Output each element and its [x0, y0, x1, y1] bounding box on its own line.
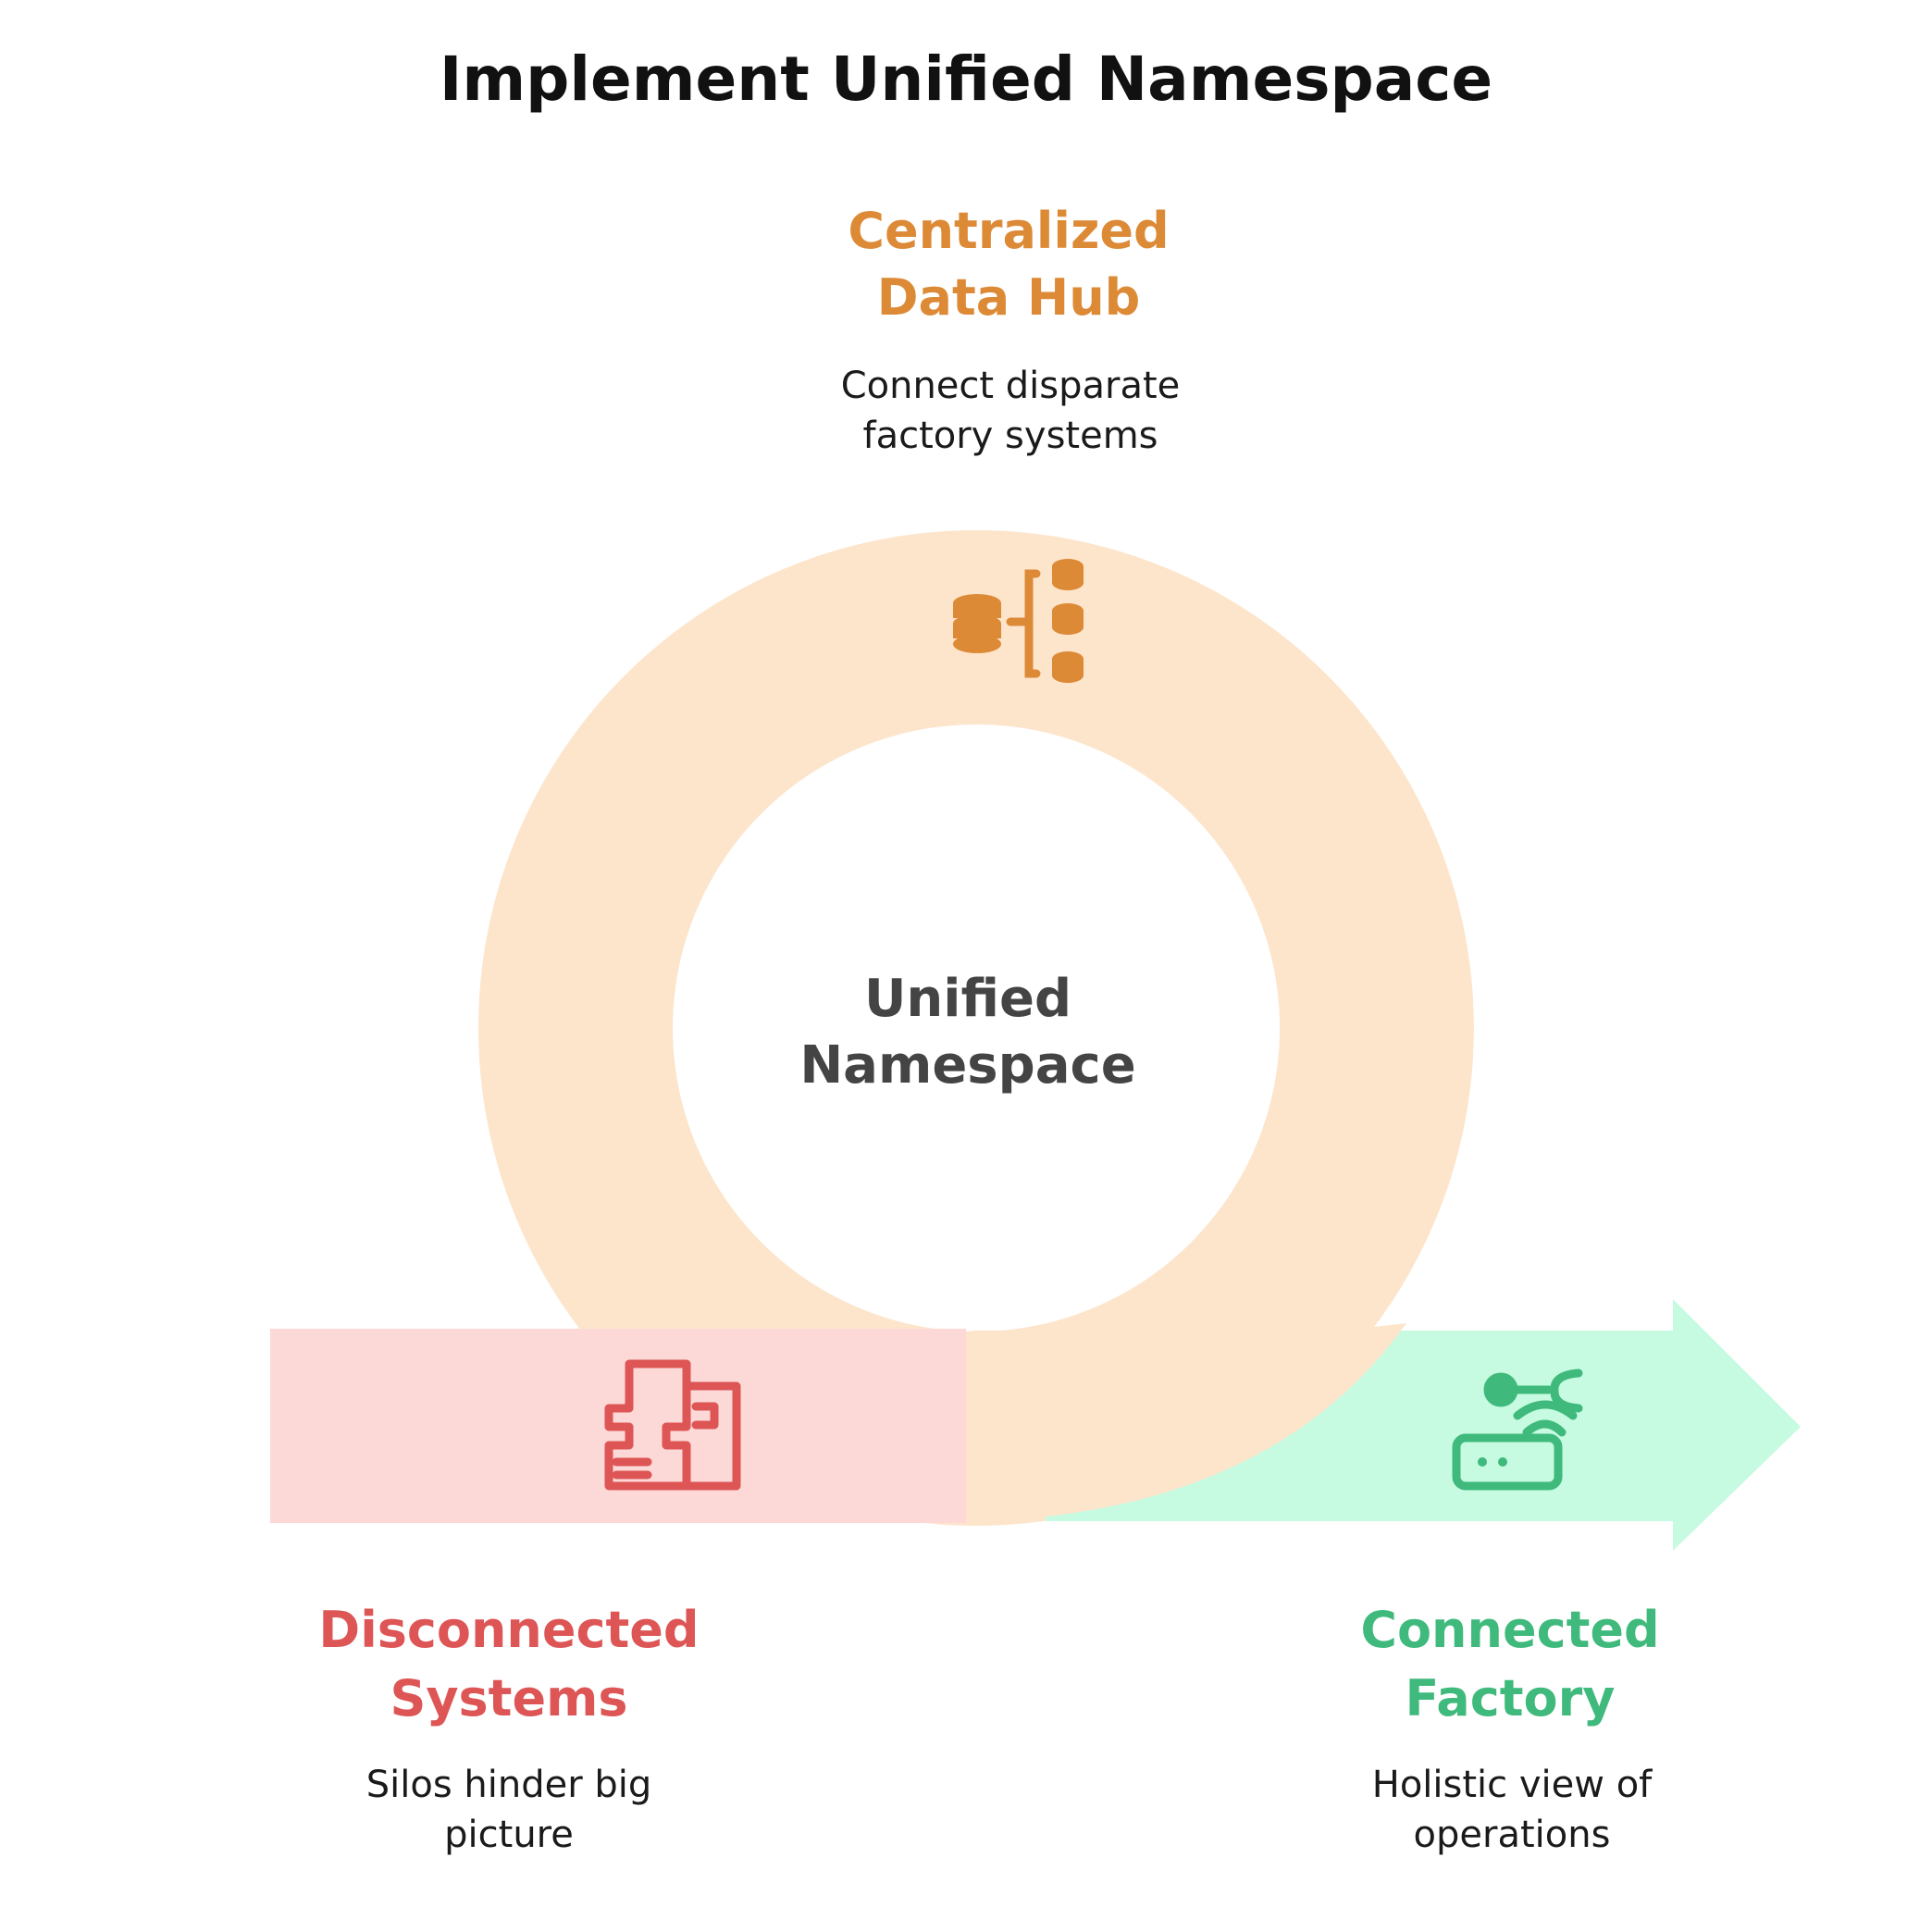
- connected-heading-line2: Factory: [1406, 1669, 1616, 1727]
- diagram-title: Implement Unified Namespace: [440, 43, 1492, 115]
- hub-heading-line1: Centralized: [848, 202, 1169, 260]
- disconnected-desc-line2: picture: [444, 1814, 574, 1856]
- hub-ring-overlap: [972, 1323, 1406, 1521]
- hub-ring: [477, 530, 1474, 1526]
- connected-desc-line2: operations: [1414, 1814, 1611, 1856]
- disconnected-heading-line1: Disconnected: [318, 1601, 699, 1659]
- connected-desc-line1: Holistic view of: [1372, 1764, 1653, 1806]
- hub-heading-line2: Data Hub: [877, 268, 1141, 327]
- robotic-arm-wifi-icon: [1452, 1368, 1583, 1491]
- disconnected-desc-line1: Silos hinder big: [366, 1764, 652, 1806]
- hub-desc-line2: factory systems: [862, 415, 1158, 457]
- puzzle-pieces-icon: [604, 1359, 741, 1491]
- database-distribution-icon: [953, 559, 1084, 683]
- center-label-line2: Namespace: [799, 1035, 1135, 1096]
- connected-heading-line1: Connected: [1360, 1601, 1659, 1659]
- hub-desc-line1: Connect disparate: [841, 365, 1181, 407]
- disconnected-heading-line2: Systems: [390, 1669, 627, 1727]
- center-label-line1: Unified: [864, 969, 1071, 1029]
